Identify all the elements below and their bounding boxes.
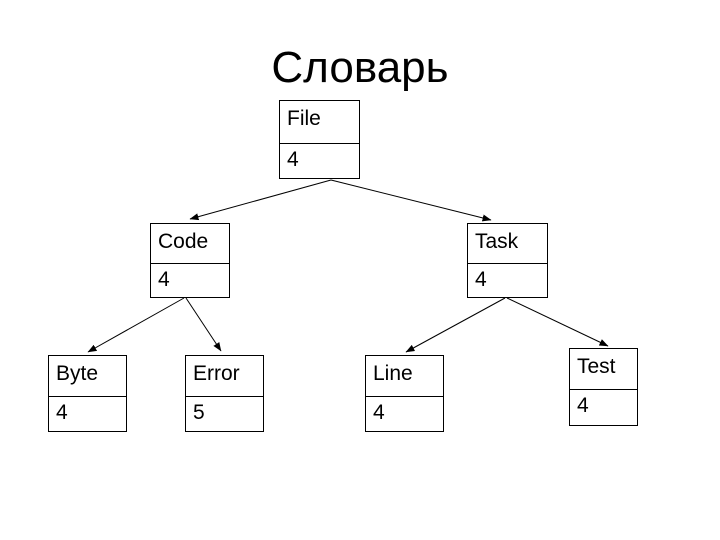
node-task-value: 4 [475, 268, 487, 291]
node-byte-label: Byte [49, 356, 126, 397]
node-error: Error 5 [185, 355, 264, 432]
node-task-label: Task [468, 224, 547, 264]
node-file-label: File [280, 101, 359, 144]
node-task: Task 4 [467, 223, 548, 298]
node-test-value: 4 [577, 394, 589, 417]
connector-task-test [506, 297, 609, 347]
node-file-value: 4 [287, 148, 299, 171]
connector-task-line [405, 297, 506, 353]
node-line: Line 4 [365, 355, 444, 432]
node-test-label: Test [570, 349, 637, 390]
connector-file-task [330, 179, 492, 222]
node-code: Code 4 [150, 223, 230, 298]
node-byte: Byte 4 [48, 355, 127, 432]
node-line-label: Line [366, 356, 443, 397]
connector-code-error [185, 297, 222, 352]
node-byte-value: 4 [56, 401, 68, 424]
slide-title: Словарь [271, 43, 449, 92]
node-error-value: 5 [193, 401, 205, 424]
connector-file-code [189, 179, 332, 221]
node-file: File 4 [279, 100, 360, 179]
node-test: Test 4 [569, 348, 638, 426]
node-line-value: 4 [373, 401, 385, 424]
node-error-label: Error [186, 356, 263, 397]
node-code-label: Code [151, 224, 229, 264]
node-code-value: 4 [158, 268, 170, 291]
connector-code-byte [87, 297, 185, 353]
